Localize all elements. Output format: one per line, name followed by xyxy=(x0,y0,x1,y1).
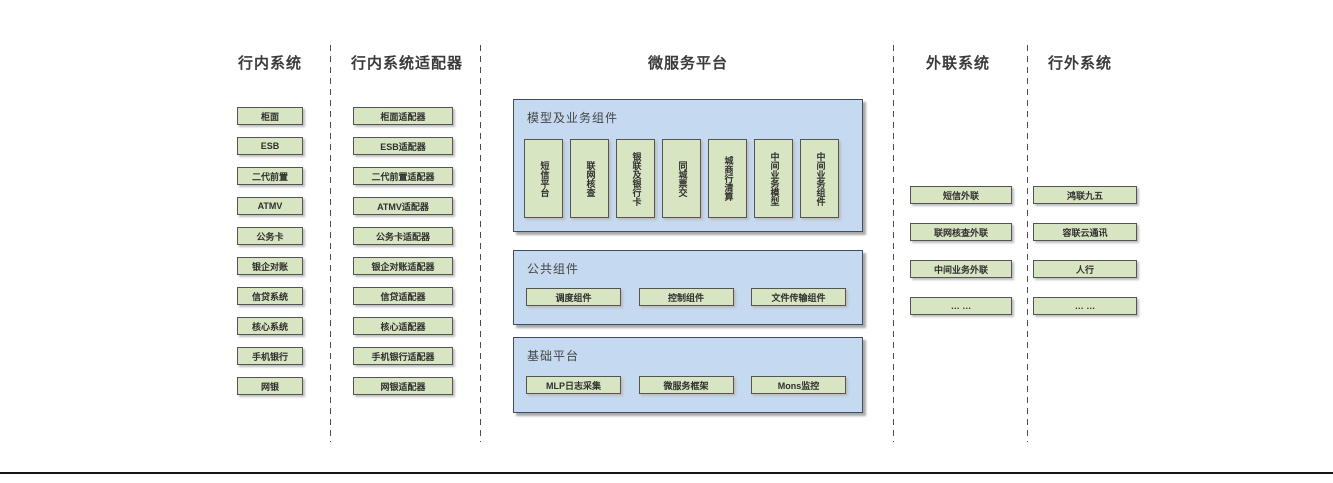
component-box: Mons监控 xyxy=(751,376,846,394)
external-box: 容联云通讯 xyxy=(1033,223,1137,241)
system-box: 手机银行 xyxy=(237,347,303,365)
section-label: 模型及业务组件 xyxy=(527,111,619,125)
model-components-row: 短信平台 联网核查 银联及银行卡 同城票交 城商行清算 中间业务模型 中间业务组… xyxy=(524,139,839,218)
outlink-box: 短信外联 xyxy=(910,186,1012,204)
component-box: 同城票交 xyxy=(662,139,701,218)
adapter-box: 银企对账适配器 xyxy=(353,257,453,275)
section-label: 公共组件 xyxy=(527,262,580,276)
system-box: ESB xyxy=(237,137,303,155)
platform-section-base: 基础平台 MLP日志采集 微服务框架 Mons监控 xyxy=(513,337,863,413)
adapter-box: 核心适配器 xyxy=(353,317,453,335)
component-box: 城商行清算 xyxy=(708,139,747,218)
component-box: 银联及银行卡 xyxy=(616,139,655,218)
section-label: 基础平台 xyxy=(527,349,580,363)
adapter-box: 信贷适配器 xyxy=(353,287,453,305)
adapter-box: 柜面适配器 xyxy=(353,107,453,125)
component-box: 中间业务模型 xyxy=(754,139,793,218)
external-box: … … xyxy=(1033,297,1137,315)
outlink-column: 短信外联 联网核查外联 中间业务外联 … … xyxy=(910,186,1012,334)
outlink-box: … … xyxy=(910,297,1012,315)
adapter-box: 网银适配器 xyxy=(353,377,453,395)
component-box: 调度组件 xyxy=(526,288,621,306)
component-box: 微服务框架 xyxy=(638,376,734,394)
system-box: 二代前置 xyxy=(237,167,303,185)
adapter-box: 二代前置适配器 xyxy=(353,167,453,185)
adapters-column: 柜面适配器 ESB适配器 二代前置适配器 ATMV适配器 公务卡适配器 银企对账… xyxy=(353,107,453,407)
external-box: 鸿联九五 xyxy=(1033,186,1137,204)
system-box: ATMV xyxy=(237,197,303,215)
bottom-border xyxy=(0,472,1333,474)
component-box: 中间业务组件 xyxy=(800,139,839,218)
column-header-external: 行外系统 xyxy=(1047,55,1112,72)
column-header-outlink: 外联系统 xyxy=(925,55,990,72)
base-components-row: MLP日志采集 微服务框架 Mons监控 xyxy=(526,376,846,394)
component-box: 控制组件 xyxy=(638,288,734,306)
system-box: 网银 xyxy=(237,377,303,395)
component-box: 文件传输组件 xyxy=(751,288,846,306)
platform-section-models: 模型及业务组件 短信平台 联网核查 银联及银行卡 同城票交 城商行清算 中间业务… xyxy=(513,99,863,232)
system-box: 公务卡 xyxy=(237,227,303,245)
system-box: 核心系统 xyxy=(237,317,303,335)
adapter-box: ATMV适配器 xyxy=(353,197,453,215)
component-box: 短信平台 xyxy=(524,139,563,218)
column-header-platform: 微服务平台 xyxy=(647,55,728,72)
separator-line-1 xyxy=(330,45,331,442)
separator-line-2 xyxy=(480,45,481,442)
component-box: 联网核查 xyxy=(570,139,609,218)
component-box: MLP日志采集 xyxy=(526,376,621,394)
adapter-box: 手机银行适配器 xyxy=(353,347,453,365)
outlink-box: 联网核查外联 xyxy=(910,223,1012,241)
platform-section-common: 公共组件 调度组件 控制组件 文件传输组件 xyxy=(513,250,863,325)
separator-line-3 xyxy=(893,45,894,442)
external-column: 鸿联九五 容联云通讯 人行 … … xyxy=(1033,186,1137,334)
common-components-row: 调度组件 控制组件 文件传输组件 xyxy=(526,288,846,306)
column-header-inbank: 行内系统 xyxy=(237,55,302,72)
separator-line-4 xyxy=(1027,45,1028,442)
system-box: 信贷系统 xyxy=(237,287,303,305)
system-box: 柜面 xyxy=(237,107,303,125)
adapter-box: 公务卡适配器 xyxy=(353,227,453,245)
outlink-box: 中间业务外联 xyxy=(910,260,1012,278)
column-header-adapters: 行内系统适配器 xyxy=(350,55,463,72)
inbank-column: 柜面 ESB 二代前置 ATMV 公务卡 银企对账 信贷系统 核心系统 手机银行… xyxy=(237,107,303,407)
external-box: 人行 xyxy=(1033,260,1137,278)
adapter-box: ESB适配器 xyxy=(353,137,453,155)
system-box: 银企对账 xyxy=(237,257,303,275)
